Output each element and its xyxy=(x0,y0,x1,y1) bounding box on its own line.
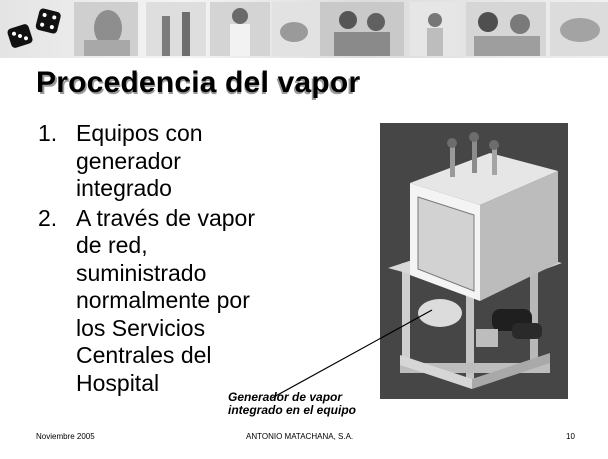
device-caption: Generador de vapor integrado en el equip… xyxy=(228,391,356,417)
sterilizer-illustration xyxy=(380,123,568,399)
list-item-number: 1. xyxy=(38,120,58,146)
banner-photo-2 xyxy=(146,2,206,56)
banner-photo-8 xyxy=(550,2,608,56)
caption-line-1: Generador de vapor xyxy=(228,390,343,404)
footer-date: Noviembre 2005 xyxy=(36,432,95,441)
footer-company: ANTONIO MATACHANA, S.A. xyxy=(246,432,354,441)
page-title-shadow: Procedencia del vapor xyxy=(38,68,359,101)
list-item-number: 2. xyxy=(38,204,58,231)
steam-source-list: 1. Equipos con generador integrado 2. A … xyxy=(38,120,338,399)
banner-photo-5 xyxy=(320,2,404,56)
banner-photo-4 xyxy=(272,2,316,56)
banner-photo-1 xyxy=(74,2,138,56)
banner-photo-3 xyxy=(210,2,270,56)
sterilizer-photo xyxy=(380,123,568,399)
banner-photo-7 xyxy=(466,2,546,56)
caption-line-2: integrado en el equipo xyxy=(228,403,357,417)
list-item-text: Equipos con generador integrado xyxy=(76,120,203,201)
list-item-text: A través de vapor de red, suministrado n… xyxy=(76,204,255,396)
list-item: 1. Equipos con generador integrado xyxy=(38,120,338,203)
list-item: 2. A través de vapor de red, suministrad… xyxy=(38,205,338,398)
banner-photo-6 xyxy=(410,2,460,56)
header-banner xyxy=(0,0,608,58)
footer-page-number: 10 xyxy=(566,432,575,441)
page-title: Procedencia del vapor xyxy=(36,66,361,99)
dice-logo-icon xyxy=(7,8,61,48)
